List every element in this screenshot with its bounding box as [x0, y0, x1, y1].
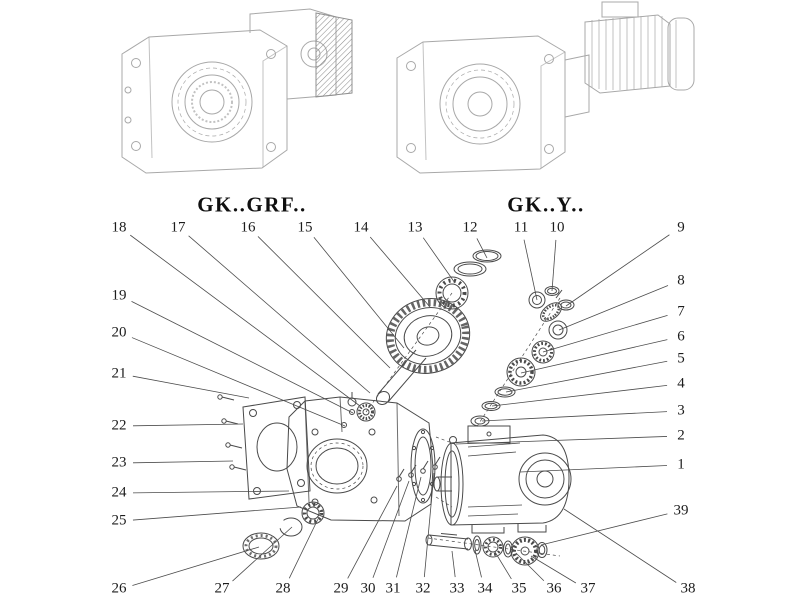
- part-number-32: 32: [414, 580, 432, 597]
- leader-line-part-37: [530, 555, 577, 584]
- part-number-30: 30: [359, 580, 377, 597]
- part-number-36: 36: [545, 580, 563, 597]
- part-number-4: 4: [676, 375, 686, 392]
- leader-line-part-39: [540, 513, 668, 546]
- leader-line-part-10: [551, 239, 557, 292]
- part-number-22: 22: [110, 417, 128, 434]
- part-number-33: 33: [448, 580, 466, 597]
- part-number-13: 13: [406, 219, 424, 236]
- part-number-8: 8: [676, 272, 686, 289]
- exploded-view-drawing: [217, 249, 575, 566]
- leader-line-part-26: [132, 546, 260, 586]
- model-label-gk-grf: GK..GRF..: [197, 192, 307, 217]
- part-number-29: 29: [332, 580, 350, 597]
- part-number-3: 3: [676, 402, 686, 419]
- part-number-34: 34: [476, 580, 494, 597]
- leader-line-part-13: [422, 237, 456, 284]
- part-number-5: 5: [676, 350, 686, 367]
- part-number-7: 7: [676, 303, 686, 320]
- part-number-39: 39: [672, 502, 690, 519]
- part-number-35: 35: [510, 580, 528, 597]
- part-number-37: 37: [579, 580, 597, 597]
- model-label-gk-y: GK..Y..: [507, 192, 585, 217]
- leader-line-part-29: [347, 485, 398, 579]
- leader-line-part-9: [565, 234, 670, 307]
- part-number-6: 6: [676, 328, 686, 345]
- leader-line-part-21: [132, 375, 250, 399]
- leader-line-part-25: [132, 506, 302, 521]
- leader-line-part-36: [515, 552, 545, 582]
- part-number-20: 20: [110, 324, 128, 341]
- leader-line-part-1: [519, 465, 668, 473]
- leader-line-part-34: [474, 549, 482, 578]
- leader-line-part-18: [130, 234, 361, 407]
- leader-line-part-4: [491, 384, 668, 407]
- part-number-21: 21: [110, 365, 128, 382]
- leader-line-part-11: [523, 239, 538, 301]
- part-number-12: 12: [461, 219, 479, 236]
- leader-line-part-5: [505, 360, 668, 393]
- part-number-14: 14: [352, 219, 370, 236]
- leader-lines: [130, 234, 677, 586]
- part-number-27: 27: [213, 580, 231, 597]
- leader-line-part-28: [288, 518, 319, 579]
- part-number-18: 18: [110, 219, 128, 236]
- leader-line-part-12: [476, 238, 488, 259]
- leader-line-part-23: [132, 460, 234, 464]
- part-number-11: 11: [512, 219, 530, 236]
- leader-line-part-8: [558, 285, 669, 331]
- leader-line-part-2: [455, 436, 668, 445]
- leader-line-part-33: [451, 550, 456, 578]
- part-number-9: 9: [676, 219, 686, 236]
- part-number-26: 26: [110, 580, 128, 597]
- leader-line-part-20: [131, 337, 346, 427]
- gearbox-left-drawing: [121, 8, 353, 174]
- gearbox-right-drawing: [396, 1, 695, 174]
- leader-line-part-15: [313, 237, 405, 349]
- leader-line-part-38: [563, 508, 677, 583]
- leader-line-part-30: [372, 480, 410, 578]
- part-number-25: 25: [110, 512, 128, 529]
- part-number-31: 31: [384, 580, 402, 597]
- part-number-19: 19: [110, 287, 128, 304]
- leader-line-part-22: [132, 423, 244, 427]
- leader-line-part-16: [257, 236, 391, 369]
- leader-line-part-31: [396, 476, 422, 578]
- leader-line-part-24: [132, 490, 290, 494]
- part-number-15: 15: [296, 219, 314, 236]
- leader-line-part-7: [542, 314, 668, 353]
- part-number-17: 17: [169, 219, 187, 236]
- part-number-28: 28: [274, 580, 292, 597]
- leader-line-part-27: [232, 526, 293, 582]
- part-number-38: 38: [679, 580, 697, 597]
- part-number-23: 23: [110, 454, 128, 471]
- leader-line-part-32: [423, 472, 435, 578]
- part-number-10: 10: [548, 219, 566, 236]
- part-number-2: 2: [676, 427, 686, 444]
- leader-line-part-14: [369, 236, 431, 308]
- part-number-24: 24: [110, 484, 128, 501]
- part-number-1: 1: [676, 456, 686, 473]
- leader-line-part-19: [131, 301, 354, 414]
- leader-line-part-17: [188, 235, 371, 394]
- leader-line-part-3: [481, 411, 668, 422]
- leader-line-part-35: [494, 551, 512, 580]
- leader-line-part-6: [520, 339, 668, 374]
- part-number-16: 16: [239, 219, 257, 236]
